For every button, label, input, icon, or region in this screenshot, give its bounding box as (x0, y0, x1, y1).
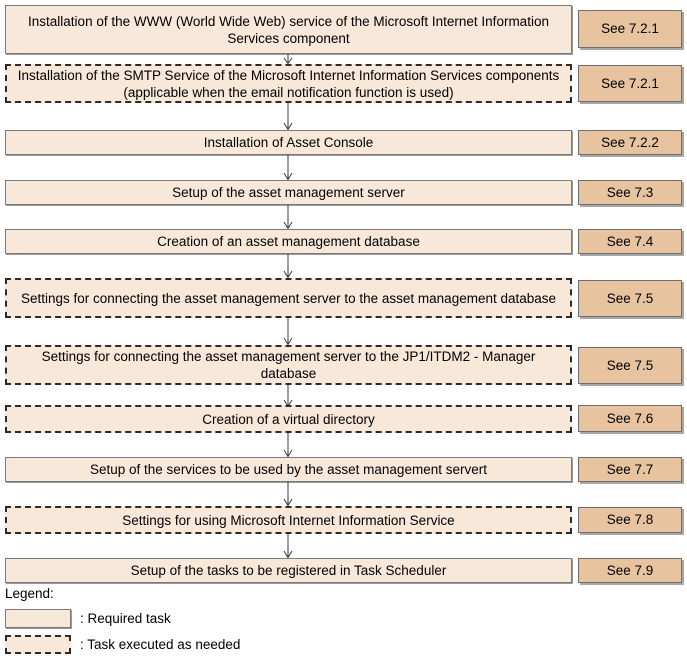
task-label-5: Creation of an asset management database (157, 234, 420, 249)
reference-box-9: See 7.7 (578, 457, 682, 482)
legend-text-as-needed-task: : Task executed as needed (80, 636, 241, 652)
legend-title: Legend: (5, 586, 54, 601)
reference-box-8: See 7.6 (578, 405, 682, 432)
task-box-2: Installation of the SMTP Service of the … (5, 64, 572, 103)
task-box-7: Settings for connecting the asset manage… (5, 345, 572, 385)
task-box-11: Setup of the tasks to be registered in T… (5, 558, 572, 583)
task-label-9: Setup of the services to be used by the … (90, 462, 487, 477)
task-box-8: Creation of a virtual directory (5, 405, 572, 433)
connector-arrow-2 (281, 103, 295, 130)
connector-arrow-1 (281, 54, 295, 64)
reference-label-3: See 7.2.2 (601, 134, 659, 150)
connector-arrow-5 (281, 254, 295, 278)
task-box-4: Setup of the asset management server (5, 180, 572, 205)
reference-box-10: See 7.8 (578, 507, 682, 533)
task-label-11: Setup of the tasks to be registered in T… (130, 563, 447, 578)
task-label-7: Settings for connecting the asset manage… (41, 349, 536, 381)
reference-label-10: See 7.8 (606, 512, 654, 527)
connector-arrow-10 (281, 534, 295, 558)
reference-label-6: See 7.5 (606, 290, 654, 306)
reference-label-7: See 7.5 (606, 357, 654, 373)
legend-swatch-dashed (5, 635, 71, 654)
legend-entry-required-task: : Required task (5, 607, 405, 630)
reference-box-4: See 7.3 (578, 180, 682, 205)
connector-arrow-6 (281, 318, 295, 345)
task-label-8: Creation of a virtual directory (202, 411, 375, 427)
task-label-10: Settings for using Microsoft Internet In… (122, 512, 455, 528)
task-box-5: Creation of an asset management database (5, 229, 572, 254)
task-box-3: Installation of Asset Console (5, 130, 572, 155)
task-label-4: Setup of the asset management server (172, 185, 405, 200)
task-box-9: Setup of the services to be used by the … (5, 457, 572, 482)
legend: Legend: : Required task : Task executed … (5, 586, 405, 659)
legend-swatch-solid (5, 609, 71, 628)
connector-arrow-7 (281, 385, 295, 407)
reference-label-9: See 7.7 (606, 461, 654, 477)
legend-entry-as-needed-task: : Task executed as needed (5, 633, 405, 656)
reference-label-2: See 7.2.1 (601, 75, 659, 91)
reference-box-7: See 7.5 (578, 347, 682, 384)
reference-box-11: See 7.9 (578, 558, 682, 583)
reference-label-5: See 7.4 (606, 233, 654, 249)
reference-box-2: See 7.2.1 (578, 65, 682, 102)
task-box-6: Settings for connecting the asset manage… (5, 278, 572, 318)
legend-text-required-task: : Required task (80, 610, 171, 626)
reference-box-5: See 7.4 (578, 229, 682, 254)
connector-arrow-3 (281, 155, 295, 180)
connector-arrow-9 (281, 482, 295, 506)
task-label-2: Installation of the SMTP Service of the … (17, 67, 560, 100)
reference-label-1: See 7.2.1 (601, 21, 659, 36)
connector-arrow-8 (281, 433, 295, 457)
reference-box-3: See 7.2.2 (578, 130, 682, 155)
reference-label-11: See 7.9 (606, 562, 654, 578)
reference-label-4: See 7.3 (606, 184, 654, 200)
reference-label-8: See 7.6 (606, 410, 654, 426)
task-label-3: Installation of Asset Console (203, 135, 374, 150)
task-label-6: Settings for connecting the asset manage… (20, 290, 557, 306)
reference-box-6: See 7.5 (578, 280, 682, 317)
task-box-10: Settings for using Microsoft Internet In… (5, 506, 572, 534)
reference-box-1: See 7.2.1 (578, 10, 682, 48)
task-box-1: Installation of the WWW (World Wide Web)… (5, 5, 572, 54)
connector-arrow-4 (281, 205, 295, 229)
task-label-1: Installation of the WWW (World Wide Web)… (28, 13, 549, 46)
